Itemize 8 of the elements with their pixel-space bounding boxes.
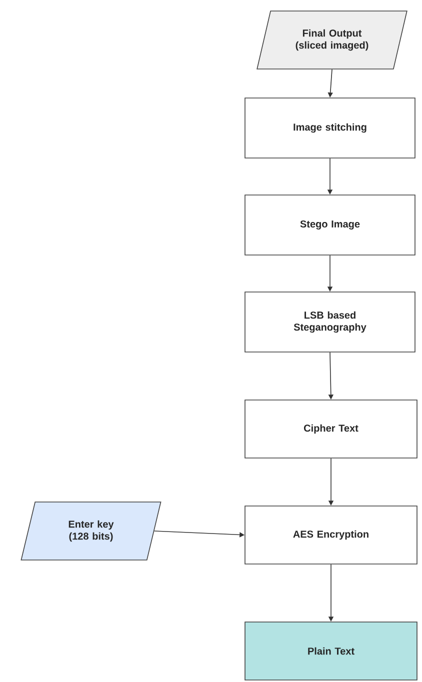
- process-box: Image stitching: [244, 98, 416, 158]
- process-box: AES Encryption: [244, 506, 418, 564]
- input-parallelogram: Final Output (sliced imaged): [256, 10, 408, 70]
- input-parallelogram: Enter key (128 bits): [20, 502, 162, 560]
- process-box: Cipher Text: [244, 400, 418, 458]
- process-box: Stego Image: [244, 194, 416, 256]
- output-box: Plain Text: [244, 622, 418, 680]
- process-box: LSB based Steganography: [244, 292, 416, 352]
